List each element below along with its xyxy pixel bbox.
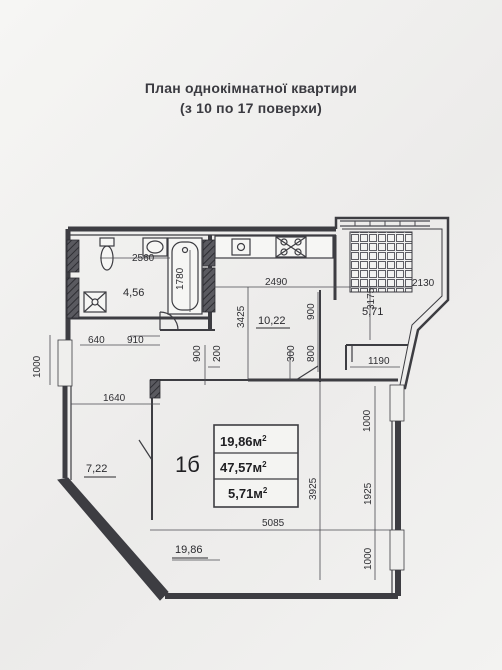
room-area-kitchen: 7,22 [86, 463, 107, 475]
dim-3425: 3425 [236, 305, 247, 328]
dim-900-b: 900 [192, 345, 203, 362]
summary-row-1: 19,86м2 [220, 434, 267, 449]
dimension-texts: 2560 1780 2490 3425 900 3175 2130 640 91… [32, 253, 435, 570]
dim-1640: 1640 [103, 393, 126, 404]
kitchen-fixtures [214, 235, 334, 259]
bathroom-fixtures [83, 237, 203, 315]
dim-5085: 5085 [262, 518, 285, 529]
dim-200: 200 [212, 345, 223, 362]
dim-1925: 1925 [363, 482, 374, 505]
area-summary-box: 19,86м2 47,57м2 5,71м2 [213, 424, 299, 508]
dim-2560: 2560 [132, 253, 155, 264]
dim-910: 910 [127, 335, 144, 346]
dim-900-a: 900 [306, 303, 317, 320]
dim-800: 800 [306, 345, 317, 362]
dim-1000-right-top: 1000 [362, 409, 373, 432]
dimension-lines [49, 250, 412, 580]
balcony-outline [334, 216, 450, 390]
room-area-corridor: 10,22 [258, 315, 286, 327]
dim-1190: 1190 [368, 356, 390, 367]
room-area-bathroom: 4,56 [123, 287, 144, 299]
dim-3175: 3175 [366, 287, 377, 310]
doors [138, 311, 353, 461]
plan-title: План однокімнатної квартири [144, 80, 358, 96]
exterior-walls [57, 226, 401, 601]
dim-3925: 3925 [308, 477, 319, 500]
summary-row-3: 5,71м2 [228, 486, 268, 501]
top-window-strip [340, 220, 430, 227]
room-area-living: 19,86 [175, 544, 203, 556]
wall-columns [57, 239, 405, 571]
room-area-balcony: 5,71 [362, 306, 383, 318]
dim-640: 640 [88, 335, 105, 346]
dim-2130: 2130 [412, 278, 435, 289]
dim-1000-left: 1000 [32, 355, 43, 378]
summary-row-2: 47,57м2 [220, 460, 267, 475]
room-areas: 4,56 10,22 5,71 7,22 19,86 [84, 287, 383, 559]
dim-1780: 1780 [175, 267, 186, 290]
apartment-label: 1б [175, 452, 200, 477]
dim-1000-right-bottom: 1000 [363, 547, 374, 570]
plan-subtitle: (з 10 по 17 поверхи) [180, 100, 322, 116]
dim-2490: 2490 [265, 277, 288, 288]
dim-300: 300 [286, 345, 297, 362]
